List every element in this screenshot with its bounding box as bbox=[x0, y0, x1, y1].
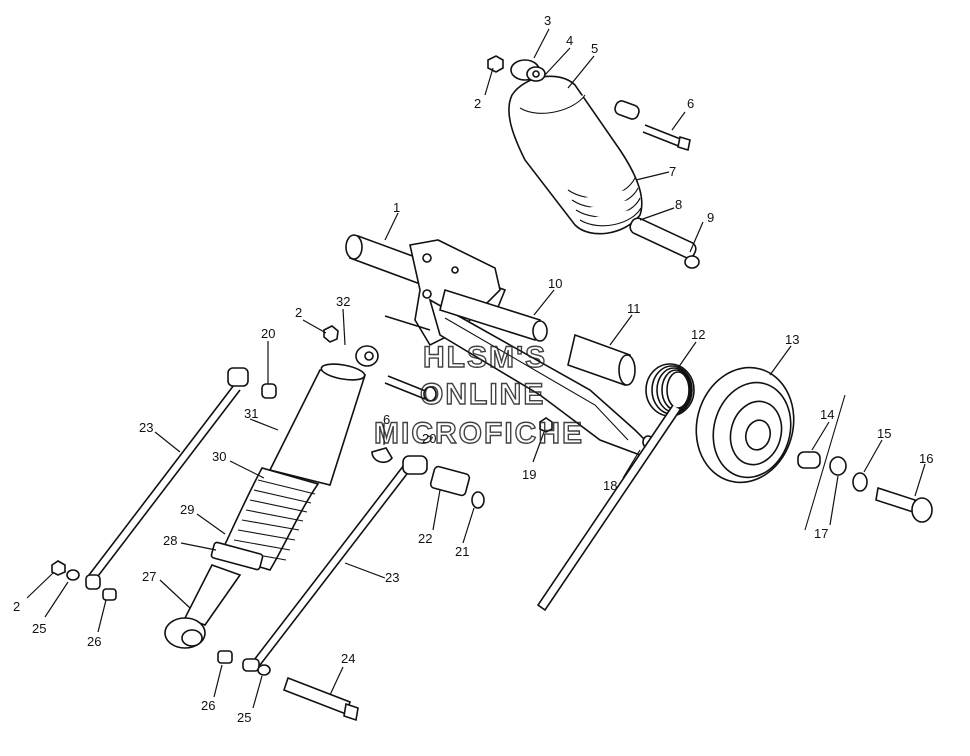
watermark: HLSM'S ONLINE MICROFICHE bbox=[373, 340, 584, 450]
callout-2: 2 bbox=[13, 599, 20, 614]
callout-17: 17 bbox=[814, 526, 828, 541]
rods-and-hardware bbox=[51, 367, 553, 722]
callout-15: 15 bbox=[877, 426, 891, 441]
callout-22: 22 bbox=[418, 531, 432, 546]
callout-7: 7 bbox=[669, 164, 676, 179]
callout-2: 2 bbox=[474, 96, 481, 111]
callout-31: 31 bbox=[244, 406, 258, 421]
callout-28: 28 bbox=[163, 533, 177, 548]
callout-8: 8 bbox=[675, 197, 682, 212]
callout-13: 13 bbox=[785, 332, 799, 347]
callout-11: 11 bbox=[627, 301, 641, 316]
upper-shock-absorber bbox=[487, 55, 700, 269]
callout-6: 6 bbox=[383, 412, 390, 427]
callout-14: 14 bbox=[820, 407, 834, 422]
callout-23: 23 bbox=[139, 420, 153, 435]
callout-19: 19 bbox=[522, 467, 536, 482]
callout-5: 5 bbox=[591, 41, 598, 56]
leader-lines bbox=[26, 28, 926, 709]
callout-21: 21 bbox=[455, 544, 469, 559]
rear-torque-arm bbox=[345, 234, 654, 456]
callout-25: 25 bbox=[32, 621, 46, 636]
callout-4: 4 bbox=[566, 33, 573, 48]
callout-26: 26 bbox=[87, 634, 101, 649]
lower-shock-absorber bbox=[164, 325, 379, 649]
callout-3: 3 bbox=[544, 13, 551, 28]
watermark-line-3: MICROFICHE bbox=[374, 417, 584, 450]
callout-2: 2 bbox=[295, 305, 302, 320]
callout-16: 16 bbox=[919, 451, 933, 466]
callout-25: 25 bbox=[237, 710, 251, 725]
callout-9: 9 bbox=[707, 210, 714, 225]
callout-30: 30 bbox=[212, 449, 226, 464]
callout-12: 12 bbox=[691, 327, 705, 342]
callout-20: 20 bbox=[422, 431, 436, 446]
callout-10: 10 bbox=[548, 276, 562, 291]
watermark-line-1: HLSM'S bbox=[423, 341, 547, 374]
callout-20: 20 bbox=[261, 326, 275, 341]
callout-27: 27 bbox=[142, 569, 156, 584]
callout-29: 29 bbox=[180, 502, 194, 517]
callout-26: 26 bbox=[201, 698, 215, 713]
torsion-spring bbox=[536, 363, 695, 612]
callout-24: 24 bbox=[341, 651, 355, 666]
callout-6: 6 bbox=[687, 96, 694, 111]
idler-wheel bbox=[695, 366, 933, 531]
watermark-line-2: ONLINE bbox=[420, 378, 545, 411]
callout-23: 23 bbox=[385, 570, 399, 585]
callout-18: 18 bbox=[603, 478, 617, 493]
callout-labels: 3 4 5 2 6 7 8 9 1 10 11 12 13 14 15 16 1… bbox=[13, 13, 933, 725]
callout-1: 1 bbox=[393, 200, 400, 215]
callout-32: 32 bbox=[336, 294, 350, 309]
